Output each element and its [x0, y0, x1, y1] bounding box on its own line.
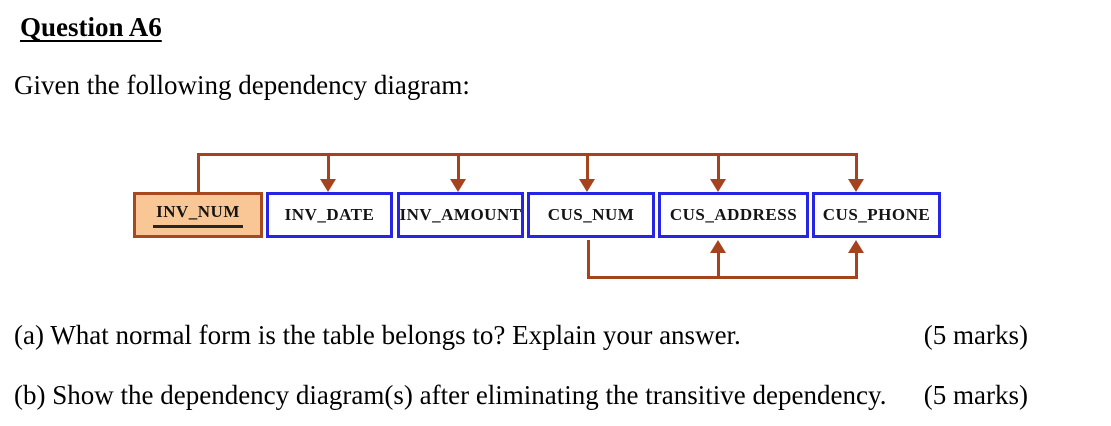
- td-arrowhead-cus-phone: [848, 240, 864, 253]
- fd-arrowhead-inv-date: [320, 179, 336, 192]
- question-b-marks: (5 marks): [923, 380, 1028, 410]
- td-arrowhead-cus-address: [710, 240, 726, 253]
- fd-drop-line-cus-phone: [855, 153, 858, 181]
- field-label-cus-address: CUS_ADDRESS: [669, 205, 798, 224]
- question-row-b: (b) Show the dependency diagram(s) after…: [14, 380, 1028, 411]
- question-a-text: (a) What normal form is the table belong…: [14, 320, 741, 350]
- fd-arrowhead-cus-address: [710, 179, 726, 192]
- field-box-cus-address: CUS_ADDRESS: [658, 192, 809, 238]
- fd-drop-line-inv-date: [327, 153, 330, 181]
- fd-drop-line-cus-num: [586, 153, 589, 181]
- field-box-inv-date: INV_DATE: [266, 192, 393, 238]
- td-rise-line-cus-address: [717, 251, 720, 278]
- field-label-cus-num: CUS_NUM: [547, 205, 635, 224]
- td-rise-line-cus-phone: [855, 251, 858, 278]
- question-b-text: (b) Show the dependency diagram(s) after…: [14, 380, 887, 410]
- question-row-a: (a) What normal form is the table belong…: [14, 320, 1028, 351]
- question-title: Question A6: [20, 12, 162, 42]
- field-box-inv-amount: INV_AMOUNT: [397, 192, 524, 238]
- field-box-inv-num: INV_NUM: [133, 192, 263, 238]
- field-label-inv-amount: INV_AMOUNT: [399, 205, 522, 224]
- td-bottom-horizontal-line: [587, 276, 858, 279]
- field-box-cus-phone: CUS_PHONE: [812, 192, 941, 238]
- fd-arrowhead-cus-num: [579, 179, 595, 192]
- field-box-cus-num: CUS_NUM: [527, 192, 655, 238]
- field-label-cus-phone: CUS_PHONE: [822, 205, 931, 224]
- field-label-inv-date: INV_DATE: [284, 205, 375, 224]
- fd-drop-line-cus-address: [717, 153, 720, 181]
- td-stub-cus-num: [587, 240, 590, 279]
- fd-arrowhead-cus-phone: [848, 179, 864, 192]
- question-a-marks: (5 marks): [923, 320, 1028, 350]
- fd-arrowhead-inv-amount: [450, 179, 466, 192]
- fd-top-horizontal-line: [197, 153, 858, 156]
- fd-stub-inv-num: [197, 153, 200, 193]
- fd-drop-line-inv-amount: [457, 153, 460, 181]
- field-label-inv-num: INV_NUM: [153, 202, 243, 228]
- intro-text: Given the following dependency diagram:: [14, 70, 470, 100]
